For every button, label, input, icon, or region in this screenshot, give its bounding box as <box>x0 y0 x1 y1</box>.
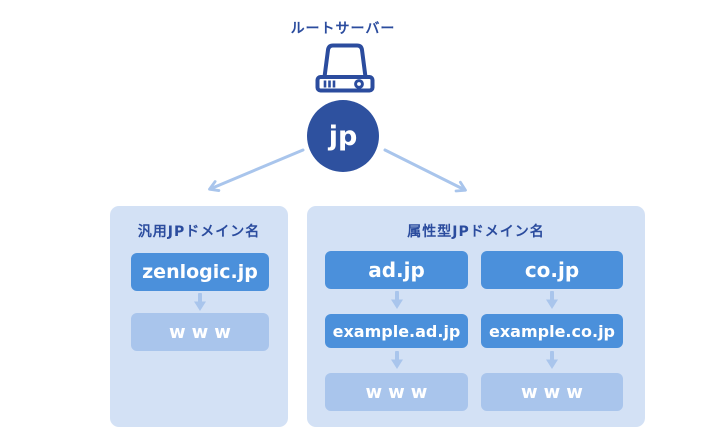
server-icon-graphic <box>315 43 375 93</box>
root-server-label: ルートサーバー <box>290 21 396 37</box>
down-arrow-icon <box>194 293 206 311</box>
jp-root-node-label: jp <box>328 120 358 152</box>
down-arrow-icon <box>390 291 403 309</box>
www-box-ad: www <box>325 373 468 411</box>
down-arrow-icon <box>546 351 558 369</box>
www-box-generic: www <box>131 313 269 351</box>
down-arrow-icon <box>546 291 558 309</box>
branch-arrow-right <box>383 148 467 193</box>
domain-box-zenlogic: zenlogic.jp <box>131 253 269 291</box>
panel-generic-jp-title: 汎用JPドメイン名 <box>137 224 261 240</box>
server-icon <box>315 42 375 93</box>
branch-arrow-left <box>208 148 305 192</box>
panel-attribute-jp-title: 属性型JPドメイン名 <box>407 224 545 240</box>
down-arrow-icon <box>390 351 403 369</box>
panel-attribute-jp: 属性型JPドメイン名 ad.jp example.ad.jp www co.jp… <box>307 206 645 427</box>
jp-root-node: jp <box>307 100 379 172</box>
domain-box-example-ad-jp: example.ad.jp <box>325 314 468 348</box>
domain-box-co-jp: co.jp <box>481 251 623 289</box>
panel-generic-jp: 汎用JPドメイン名 zenlogic.jp www <box>110 206 288 427</box>
domain-box-ad-jp: ad.jp <box>325 251 468 289</box>
domain-box-example-co-jp: example.co.jp <box>481 314 623 348</box>
www-box-co: www <box>481 373 623 411</box>
attribute-jp-column-ad: ad.jp example.ad.jp www <box>325 251 468 411</box>
attribute-jp-column-co: co.jp example.co.jp www <box>481 251 623 411</box>
generic-jp-column: zenlogic.jp www <box>131 253 269 353</box>
